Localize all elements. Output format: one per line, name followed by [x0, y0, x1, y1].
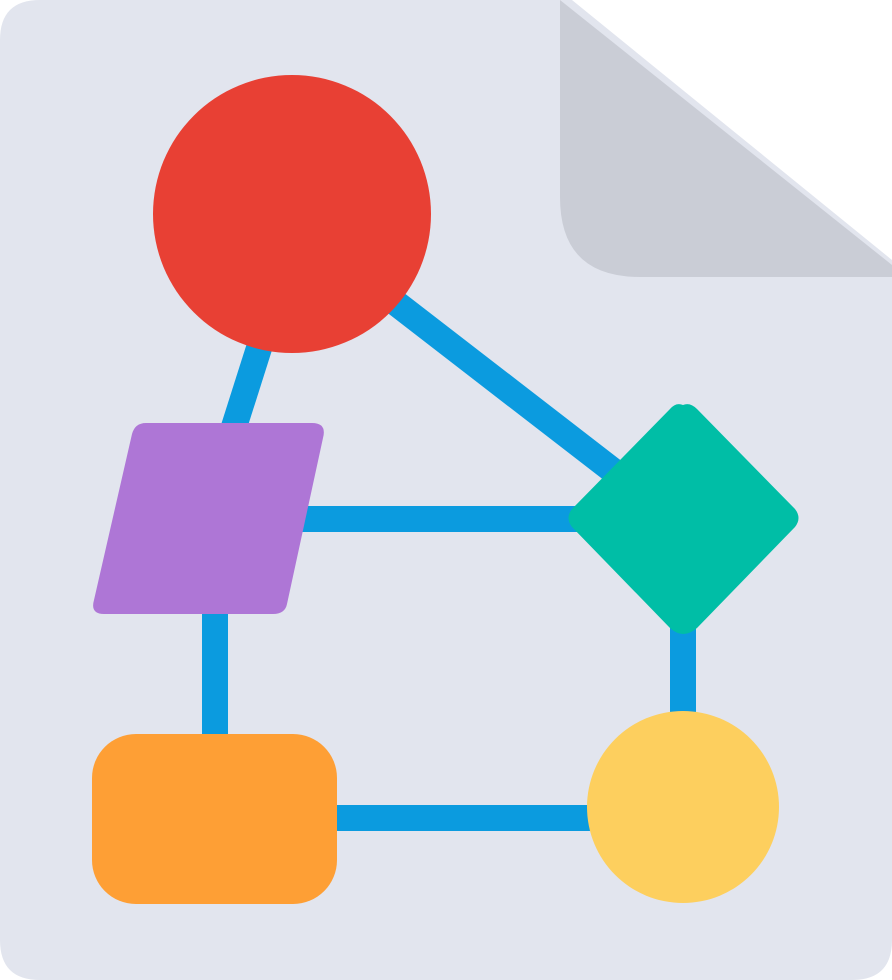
flowchart-process-box: [92, 734, 337, 904]
flowchart-parallelogram: [93, 423, 324, 614]
connectors: [202, 289, 696, 831]
flowchart-start-circle: [153, 75, 431, 353]
connector-circle-to-parallelogram: [220, 341, 273, 434]
flowchart-end-circle: [587, 711, 779, 903]
page-fold-corner: [560, 0, 892, 277]
connector-circle-to-diamond: [384, 289, 633, 491]
flowchart-diamond: [568, 404, 799, 634]
